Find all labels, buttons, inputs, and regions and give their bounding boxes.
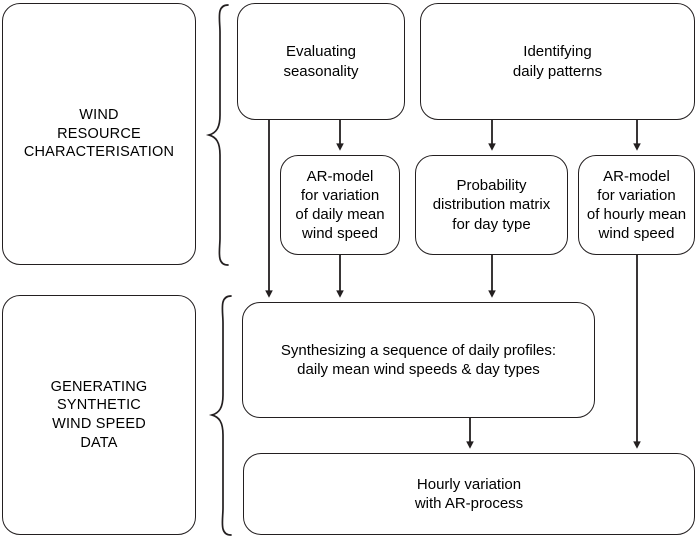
node-ar-model-hourly-label: AR-model for variation of hourly mean wi… [586,167,687,243]
node-evaluating-seasonality-label: Evaluating seasonality [283,43,359,80]
node-evaluating-seasonality: Evaluating seasonality [237,3,405,120]
brace-lower [208,295,232,536]
node-hourly-variation: Hourly variation with AR-process [243,453,695,535]
node-synthesizing-sequence: Synthesizing a sequence of daily profile… [242,302,595,418]
node-ar-model-daily: AR-model for variation of daily mean win… [280,155,400,255]
stage-wind-resource-label: WIND RESOURCE CHARACTERISATION [23,107,175,161]
node-synthesizing-sequence-label: Synthesizing a sequence of daily profile… [280,341,557,378]
node-ar-model-daily-label: AR-model for variation of daily mean win… [295,167,385,243]
stage-generating-synthetic-label: GENERATING SYNTHETIC WIND SPEED DATA [50,378,148,451]
node-ar-model-hourly: AR-model for variation of hourly mean wi… [578,155,695,255]
brace-upper [205,4,229,266]
node-hourly-variation-label: Hourly variation with AR-process [414,475,524,512]
node-probability-matrix: Probability distribution matrix for day … [415,155,568,255]
stage-wind-resource: WIND RESOURCE CHARACTERISATION [2,3,196,265]
node-identifying-daily-patterns-label: Identifying daily patterns [512,43,603,80]
stage-generating-synthetic: GENERATING SYNTHETIC WIND SPEED DATA [2,295,196,535]
node-identifying-daily-patterns: Identifying daily patterns [420,3,695,120]
node-probability-matrix-label: Probability distribution matrix for day … [432,177,551,233]
